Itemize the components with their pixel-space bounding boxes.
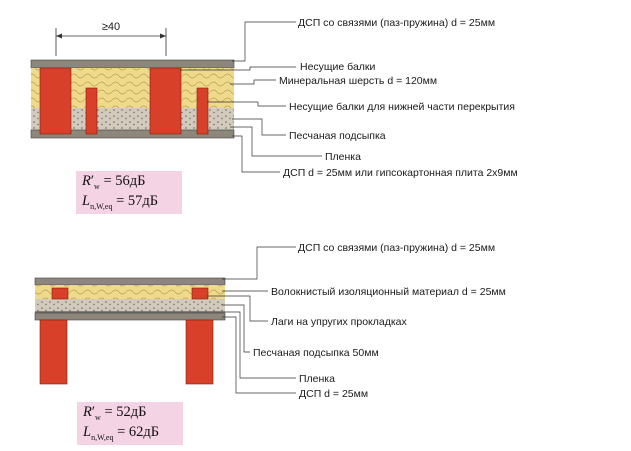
rating-box-1: R′w = 56дБ Ln,W,eq = 57дБ — [76, 171, 182, 214]
label-film: Пленка — [299, 373, 335, 385]
label-chipboard-tongue: ДСП со связями (паз-пружина) d = 25мм — [298, 242, 495, 254]
top-chipboard — [30, 59, 235, 69]
lower-beam — [85, 87, 98, 135]
rating-l-line: Ln,W,eq = 57дБ — [82, 193, 159, 211]
label-lower-beams: Несущие балки для нижней части перекрыти… — [289, 101, 515, 113]
label-bottom-board: ДСП d = 25мм или гипсокартонная плита 2x… — [283, 167, 518, 179]
label-bearing-beams: Несущие балки — [300, 61, 376, 73]
rating-l-line: Ln,W,eq = 62дБ — [83, 424, 160, 442]
sand-fill — [31, 108, 234, 130]
floor-section-2: ДСП со связями (паз-пружина) d = 25мм Во… — [34, 242, 506, 400]
label-bottom-board: ДСП d = 25мм — [299, 388, 368, 400]
bottom-board — [30, 129, 235, 139]
rating-box-2: R′w = 52дБ Ln,W,eq = 62дБ — [77, 402, 183, 445]
rating-r-line: R′w = 52дБ — [83, 404, 147, 422]
leader-lines — [207, 246, 296, 394]
bearing-beam — [185, 319, 214, 385]
bearing-beam — [39, 67, 72, 135]
floor-section-1: ≥40 ДСП со связями (паз-пружина) d = 25м… — [30, 17, 518, 179]
lower-beam — [196, 87, 209, 135]
spacing-dimension: ≥40 — [55, 21, 167, 56]
label-joists: Лаги на упругих прокладках — [271, 316, 408, 328]
joist — [191, 287, 209, 300]
spacing-label: ≥40 — [102, 21, 120, 33]
label-fiber-insulation: Волокнистый изоляционный материал d = 25… — [271, 286, 506, 298]
rating-l-value: = 57дБ — [116, 193, 159, 209]
label-mineral-wool: Минеральная шерсть d = 120мм — [279, 75, 437, 87]
joist — [51, 287, 69, 300]
bottom-board — [34, 312, 226, 321]
rating-r-line: R′w = 56дБ — [82, 173, 146, 191]
top-chipboard — [34, 277, 226, 286]
label-sand-fill: Песчаная подсыпка — [289, 130, 386, 142]
label-sand-fill: Песчаная подсыпка 50мм — [253, 347, 379, 359]
rating-r-value: = 52дБ — [104, 404, 147, 420]
label-chipboard-tongue: ДСП со связями (паз-пружина) d = 25мм — [298, 17, 495, 29]
bearing-beam — [149, 67, 182, 135]
rating-l-value: = 62дБ — [117, 424, 160, 440]
rating-r-value: = 56дБ — [103, 173, 146, 189]
fiber-insulation — [35, 285, 225, 299]
label-film: Пленка — [325, 151, 361, 163]
leader-lines — [180, 21, 322, 173]
sand-fill — [35, 299, 225, 312]
bearing-beam — [39, 319, 68, 385]
